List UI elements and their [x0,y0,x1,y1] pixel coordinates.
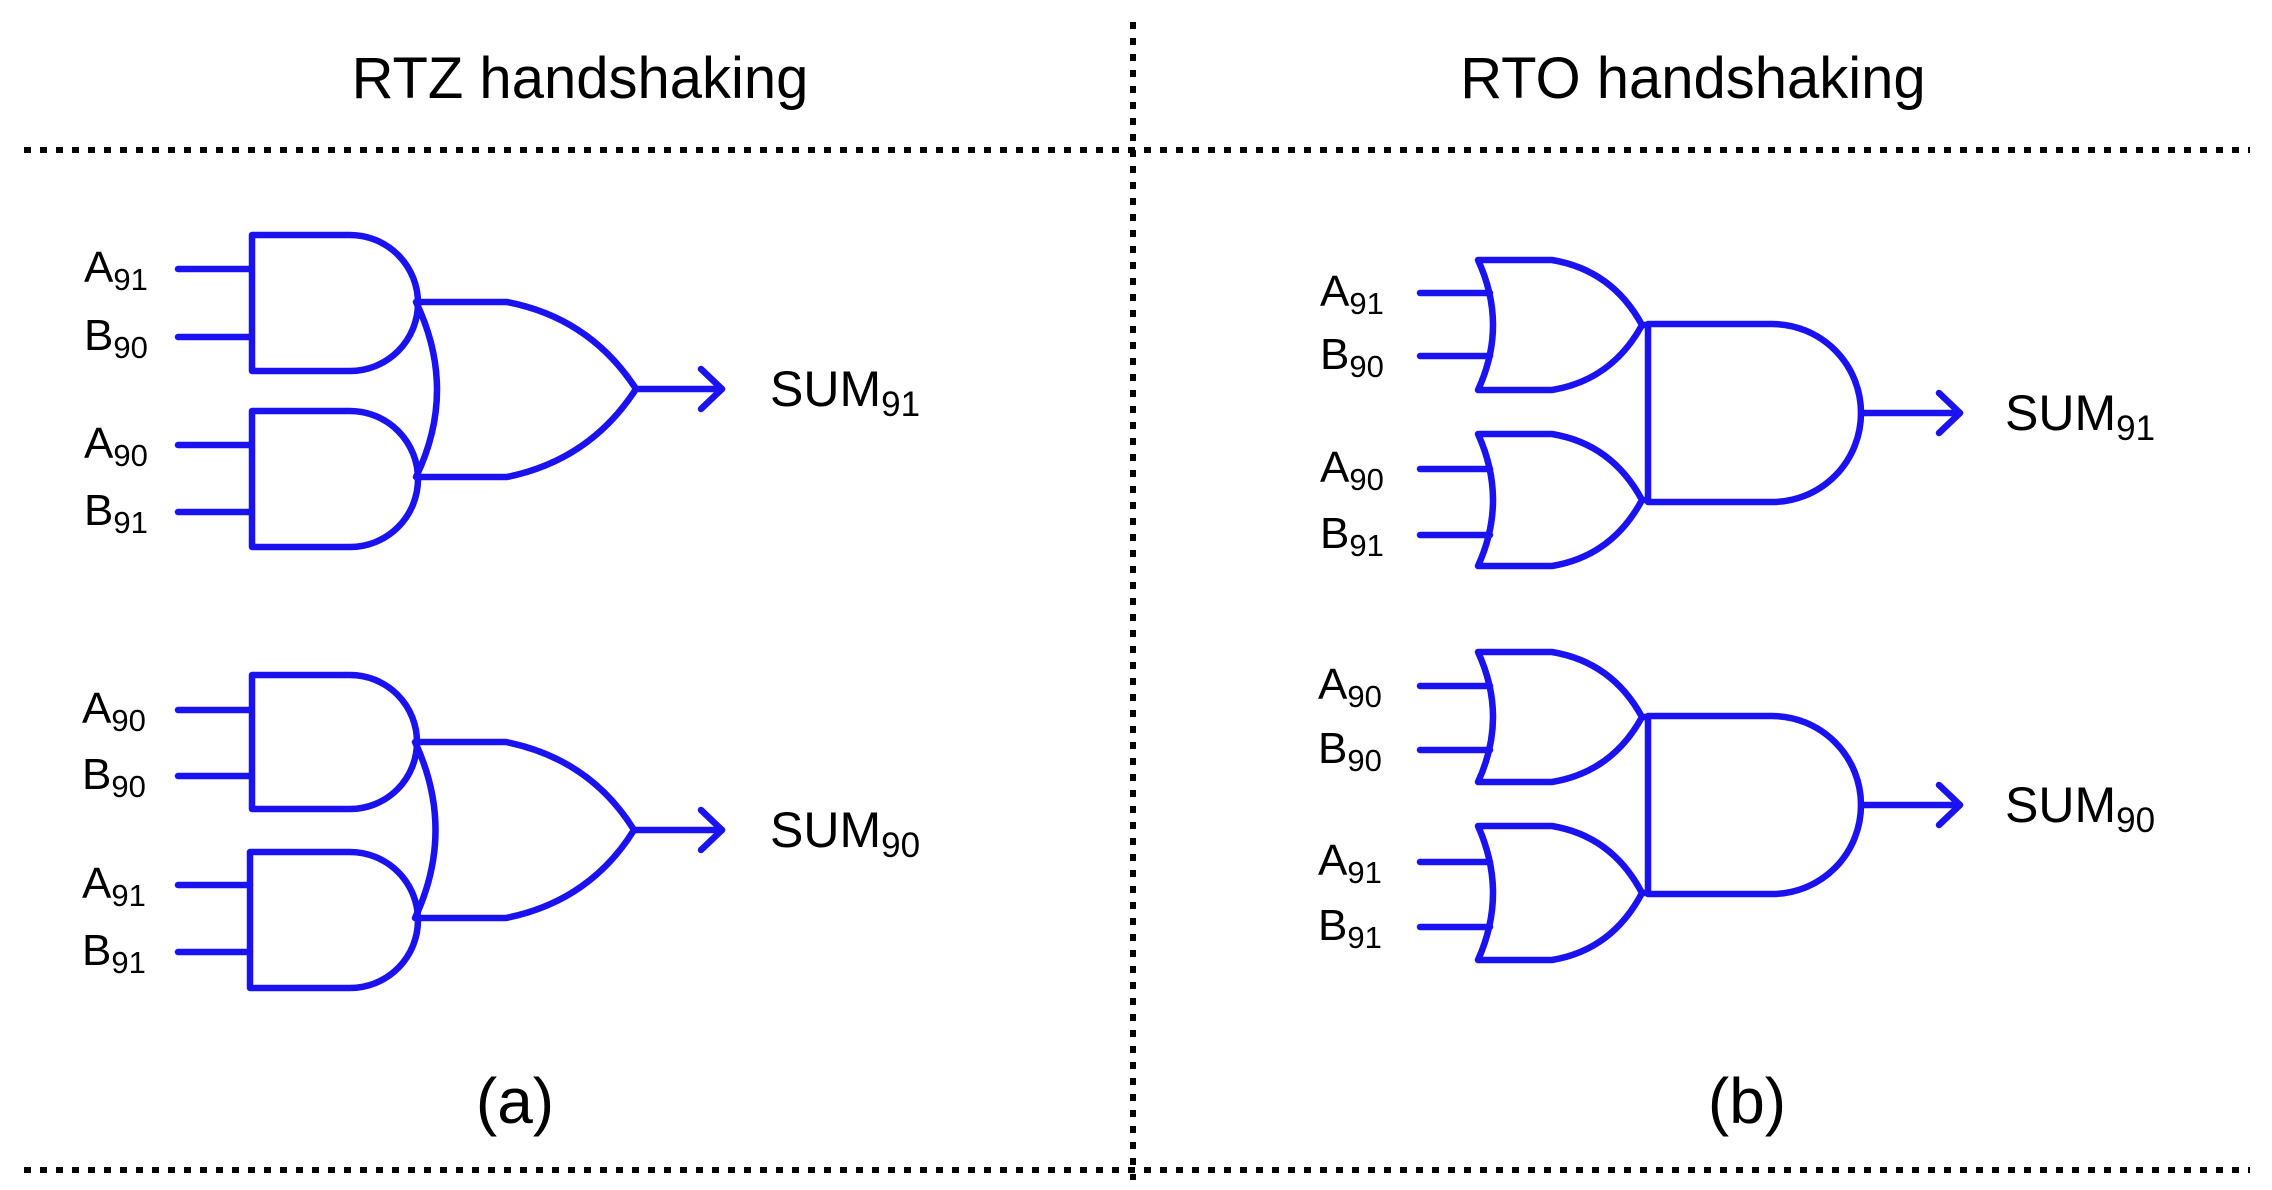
panel-a-circuit-1: A91 B90 A90 B91 SUM91 [84,231,920,551]
panel-b-title: RTO handshaking [1460,46,1925,111]
and-gate [1644,320,1865,506]
output-label: SUM90 [770,802,920,865]
input-label: A91 [82,859,146,913]
output-arrow [697,806,726,854]
and-gate [246,848,422,992]
or-gate [412,298,640,481]
output-arrow [1935,389,1964,437]
input-label: A90 [84,419,148,473]
output-label: SUM90 [2005,777,2155,840]
and-gate [248,407,422,551]
panel-a-title: RTZ handshaking [352,46,809,111]
panel-b-circuit-1: A91 B90 A90 B91 SUM91 [1320,256,2155,570]
and-gate [248,231,422,375]
input-label: A91 [1320,267,1384,321]
panel-b-caption: (b) [1708,1065,1786,1137]
input-label: B91 [84,486,148,540]
input-label: A91 [1318,836,1382,890]
or-gate [411,738,638,922]
and-gate [1644,712,1865,898]
input-label: A90 [82,684,146,738]
input-label: A91 [84,243,148,297]
input-label: B91 [1318,901,1382,955]
input-label: B90 [82,750,146,804]
panel-b-circuit-2: A90 B90 A91 B91 SUM90 [1318,648,2155,964]
or-gate [1474,648,1646,786]
output-label: SUM91 [770,361,920,424]
or-gate [1474,822,1646,964]
output-label: SUM91 [2005,385,2155,448]
input-label: B91 [1320,509,1384,563]
input-label: B91 [82,926,146,980]
panel-a-caption: (a) [476,1065,554,1137]
input-label: A90 [1318,660,1382,714]
panel-a-circuit-2: A90 B90 A91 B91 SUM90 [82,671,920,992]
or-gate [1474,430,1646,570]
output-arrow [697,365,726,413]
or-gate [1474,256,1646,394]
input-label: B90 [84,311,148,365]
input-label: B90 [1320,330,1384,384]
input-label: B90 [1318,724,1382,778]
and-gate [248,671,421,813]
output-arrow [1935,781,1964,829]
input-label: A90 [1320,443,1384,497]
